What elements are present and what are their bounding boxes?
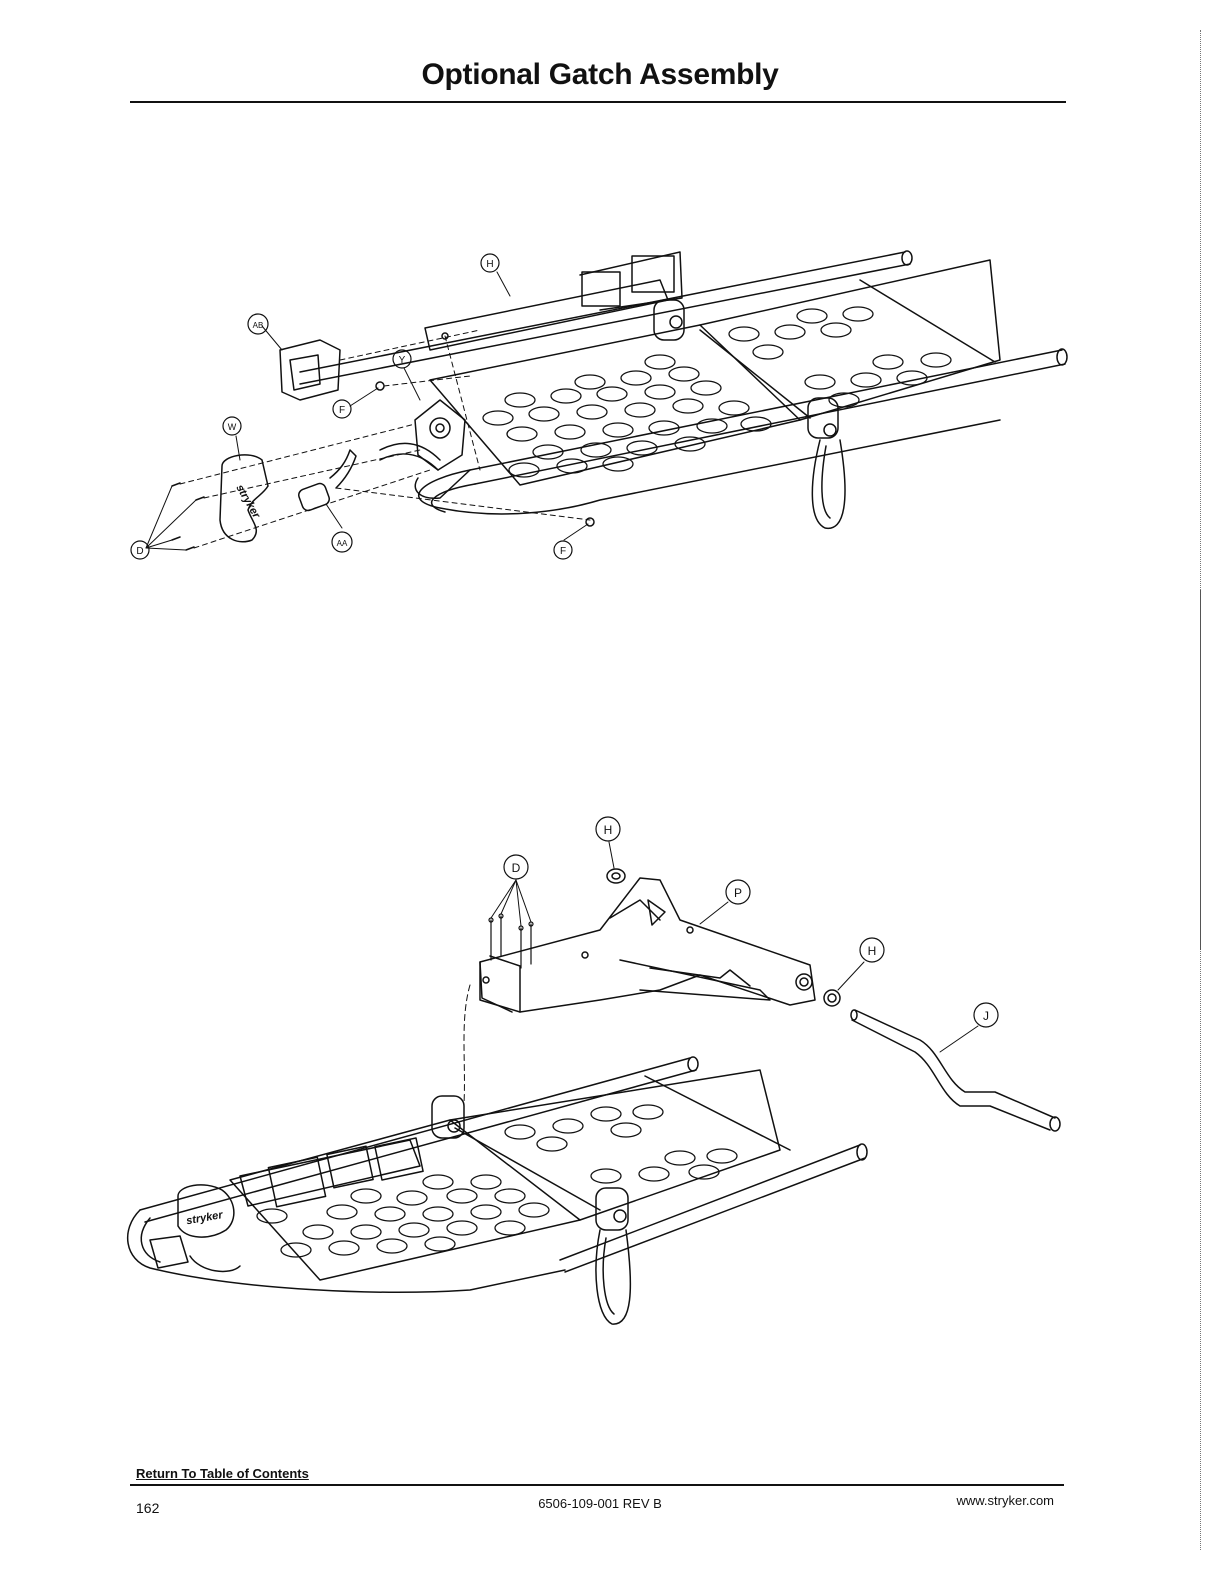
callout-ab: AB <box>248 314 268 334</box>
callout-p: P <box>726 880 750 904</box>
tube-end-lower <box>857 1144 867 1160</box>
callout-h: H <box>481 254 499 272</box>
assembly-line <box>464 985 470 1104</box>
svg-text:H: H <box>604 823 613 837</box>
scan-edge-solid <box>1200 590 1201 950</box>
fasteners <box>172 382 594 550</box>
return-to-toc-link[interactable]: Return To Table of Contents <box>136 1466 309 1481</box>
svg-text:H: H <box>486 259 493 270</box>
svg-text:D: D <box>136 546 143 557</box>
svg-text:F: F <box>560 546 566 557</box>
frame-tube-upper-bottom <box>145 1070 696 1222</box>
tube-end-upper <box>688 1057 698 1071</box>
svg-text:P: P <box>734 886 742 900</box>
gatch-exploded-view-top: stryker H AB Y F W AA D F <box>0 230 1100 590</box>
handle-strap-inner <box>822 446 830 518</box>
cross-rod <box>860 280 995 362</box>
installed-actuator <box>240 1138 423 1207</box>
callout-d: D <box>131 541 149 559</box>
motor <box>297 450 356 512</box>
callout-f-upper: F <box>333 400 351 418</box>
deck-panel <box>230 1120 580 1280</box>
callout-aa: AA <box>332 532 352 552</box>
gatch-rod <box>851 1010 1060 1131</box>
svg-text:Y: Y <box>399 355 406 366</box>
gatch-hook-loop <box>190 1256 240 1271</box>
callouts-bottom: H D P H J <box>504 817 998 1027</box>
tube-end-upper <box>902 251 912 265</box>
handle-strap-inner <box>603 1238 614 1314</box>
svg-text:F: F <box>339 405 345 416</box>
tube-end-lower <box>1057 349 1067 365</box>
end-plate-logo-text: stryker <box>185 1209 224 1227</box>
gatch-hook <box>150 1236 188 1268</box>
page-title: Optional Gatch Assembly <box>0 58 1200 92</box>
callout-j: J <box>974 1003 998 1027</box>
callout-h-lower: H <box>860 938 884 962</box>
pivot-bracket-upper <box>432 1096 464 1138</box>
svg-text:J: J <box>983 1009 989 1023</box>
gatch-exploded-view-bottom: stryker H D P H J <box>0 810 1100 1330</box>
svg-text:W: W <box>228 422 237 432</box>
gatch-hook <box>415 470 470 498</box>
svg-text:AA: AA <box>337 539 348 548</box>
deck-panel <box>430 325 800 485</box>
footer-divider <box>130 1484 1064 1486</box>
title-divider <box>130 101 1066 103</box>
cross-brace <box>700 330 810 418</box>
motor-bracket <box>380 400 465 470</box>
callout-d: D <box>504 855 528 879</box>
frame-tube-lower-bottom <box>565 1158 865 1272</box>
frame-tube-upper-bottom <box>300 264 910 384</box>
svg-text:H: H <box>868 944 877 958</box>
pivot-bracket-lower <box>808 398 838 438</box>
deck-holes <box>483 307 951 477</box>
gatch-bracket <box>480 878 815 1012</box>
screws <box>489 914 533 968</box>
callout-y: Y <box>393 350 411 368</box>
cross-rod <box>645 1076 790 1150</box>
callout-f-lower: F <box>554 541 572 559</box>
handle-strap <box>812 440 845 528</box>
callout-w: W <box>223 417 241 435</box>
frame-tube-upper-top <box>140 1058 690 1210</box>
assembly-lines <box>180 330 590 548</box>
svg-text:AB: AB <box>253 321 264 330</box>
callout-h-upper: H <box>596 817 620 841</box>
actuator-tube <box>425 252 682 350</box>
website-url: www.stryker.com <box>956 1493 1054 1508</box>
leader-lines <box>491 842 978 1052</box>
svg-text:D: D <box>512 861 521 875</box>
frame-curve <box>419 420 1000 514</box>
leader-lines <box>146 272 588 550</box>
